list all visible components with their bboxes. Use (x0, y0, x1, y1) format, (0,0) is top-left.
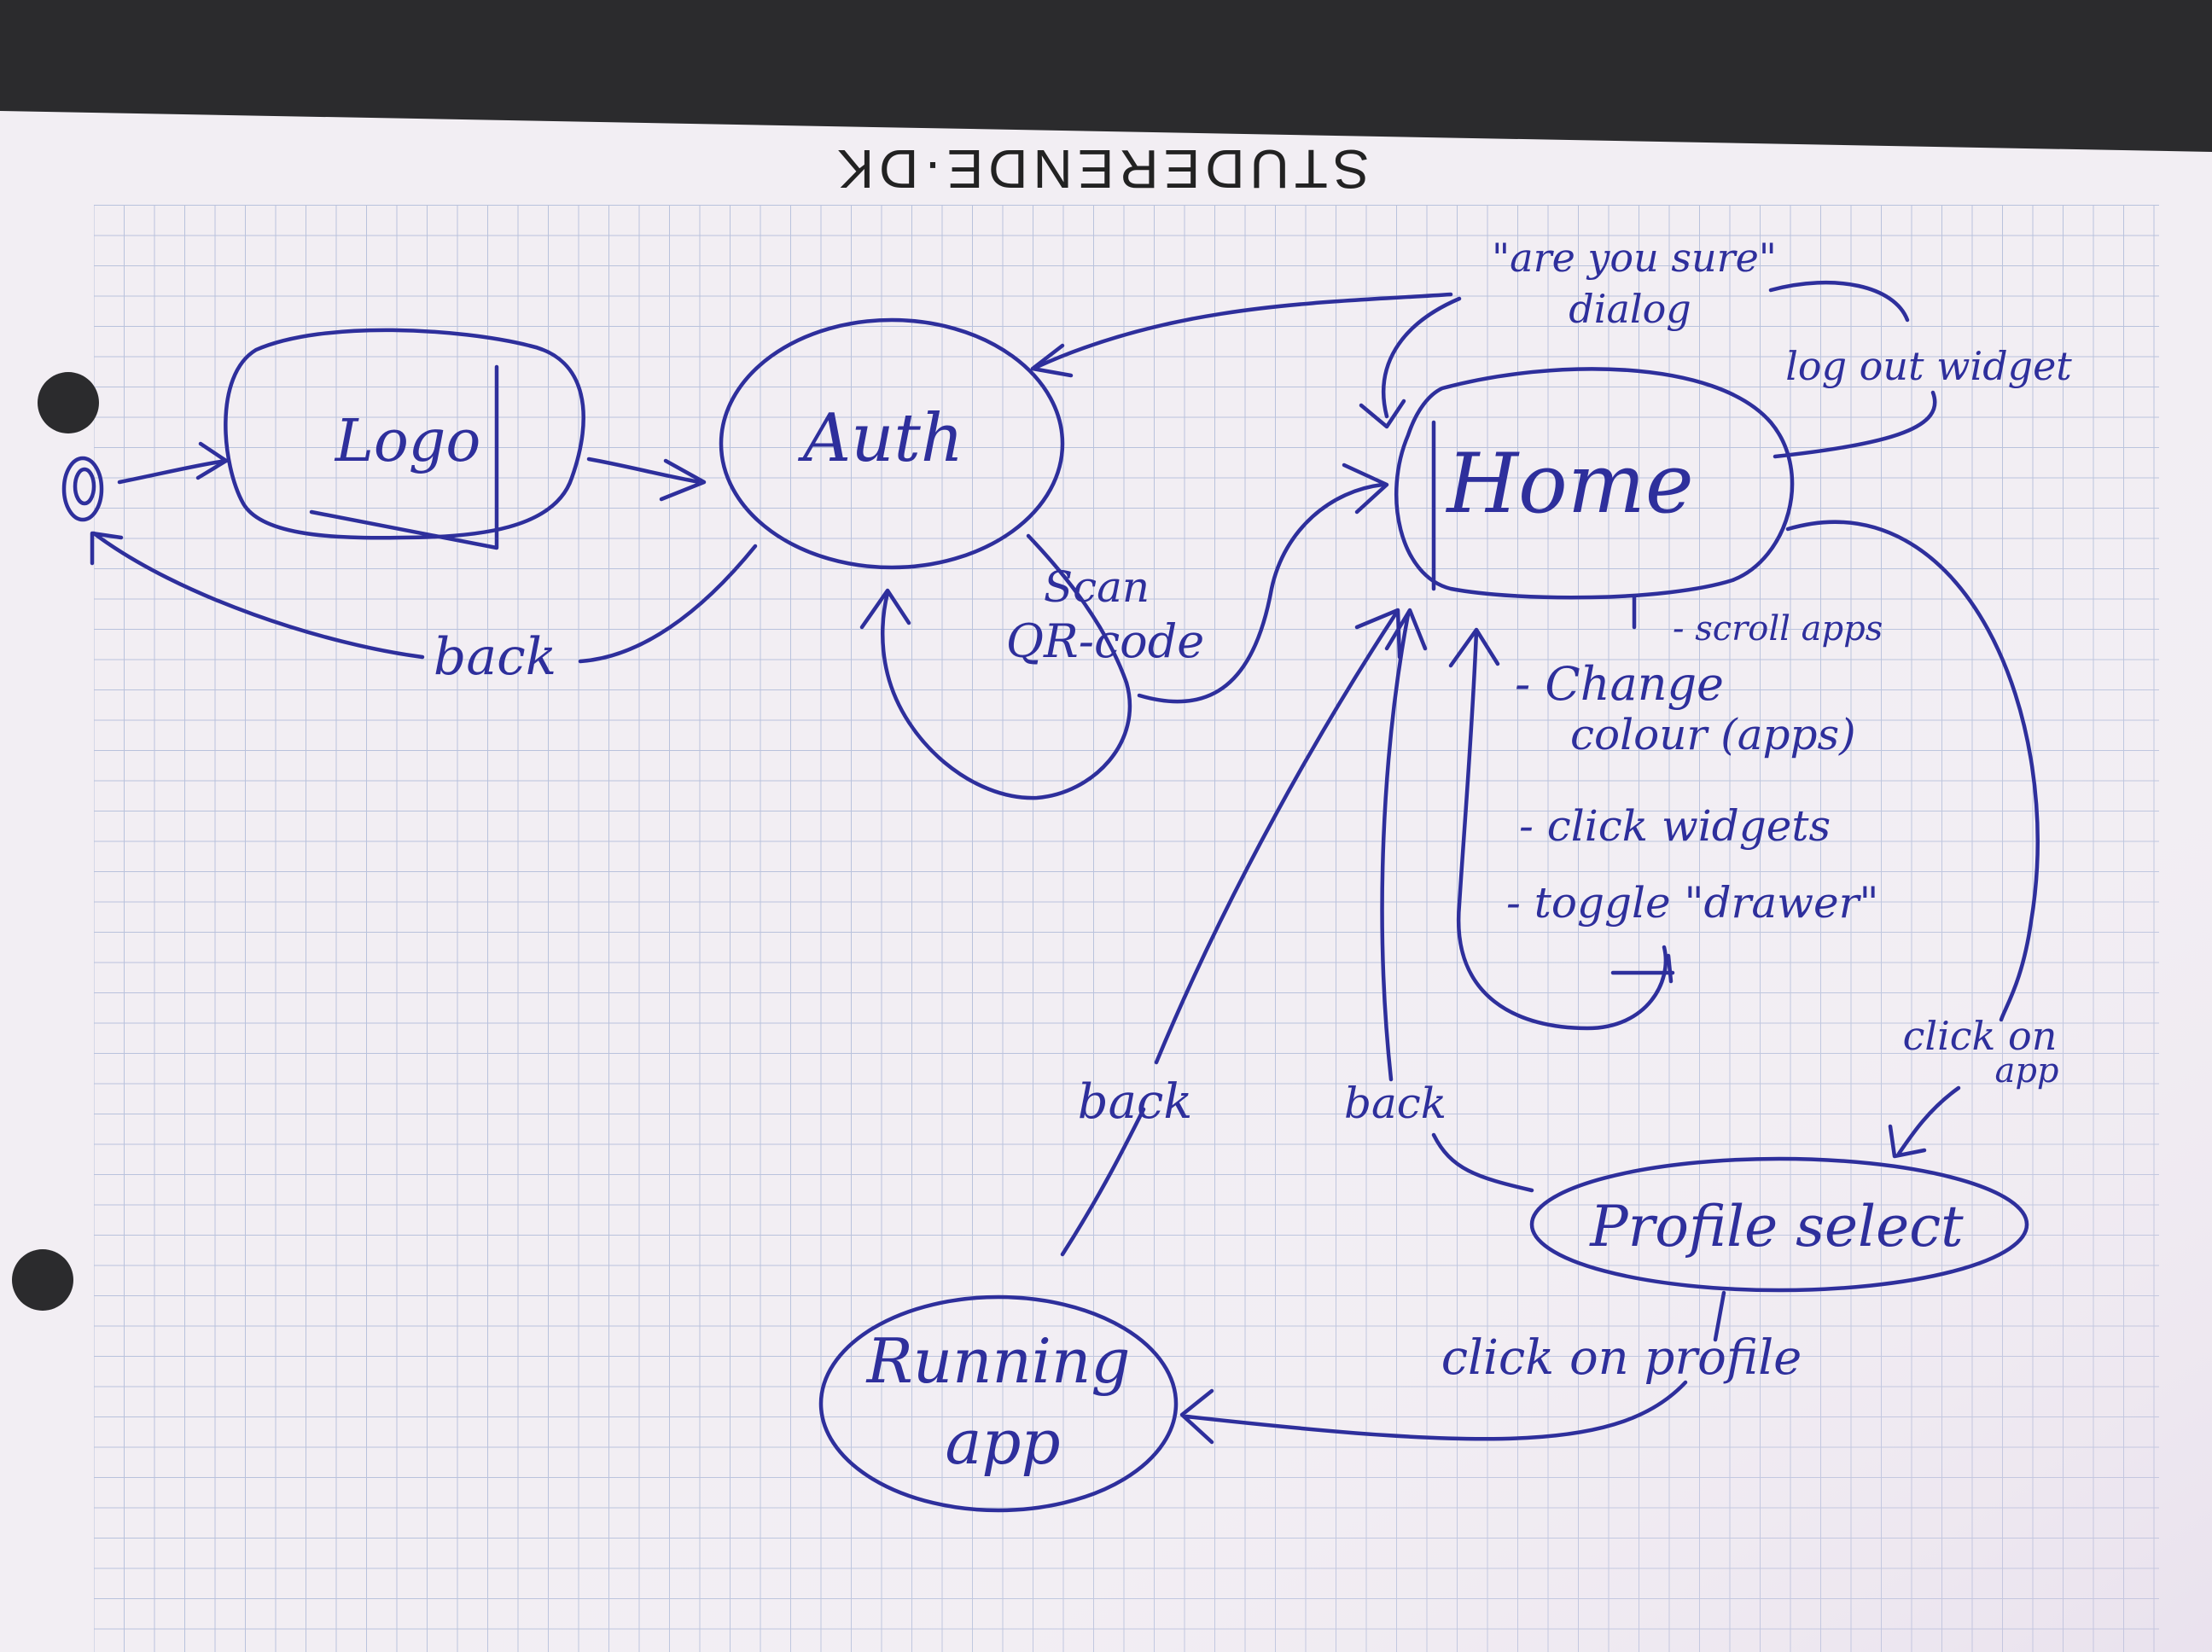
node-profile-select-label: Profile select (1589, 1194, 1964, 1259)
node-logo-shape (224, 328, 585, 540)
edge-clickapp-arrow (1896, 1085, 1961, 1156)
arrowhead (195, 441, 229, 480)
label-scan-2: QR-code (1006, 614, 1204, 668)
edge-scan-home (1137, 482, 1385, 704)
label-click-app-1: click on (1903, 1013, 2058, 1059)
label-change-1: - Change (1515, 657, 1724, 711)
logo-bracket (309, 364, 499, 550)
edge-auth-back (578, 544, 758, 664)
edge-back-start (91, 531, 425, 660)
edge-start-logo (117, 458, 229, 485)
node-running-app-label-1: Running (865, 1325, 1131, 1397)
paper-shading (0, 111, 2212, 1652)
start-state-outer (61, 456, 104, 522)
label-dialog-1: "are you sure" (1492, 235, 1777, 281)
label-click-widgets: - click widgets (1519, 801, 1831, 851)
arrowhead (659, 458, 707, 502)
edge-home-selfloop (1456, 629, 1668, 1031)
node-running-app-label-2: app (945, 1406, 1060, 1478)
node-profile-select-shape (1529, 1156, 2029, 1293)
arrowhead (1179, 1388, 1214, 1445)
edge-profile-back (1380, 612, 1534, 1193)
edge-dialog-auth (1034, 292, 1453, 369)
arrowhead (1354, 608, 1402, 660)
label-back-profile: back (1344, 1079, 1447, 1128)
label-logout: log out widget (1785, 343, 2072, 389)
drawer-tick (1610, 953, 1675, 984)
label-scan-1: Scan (1044, 562, 1150, 612)
label-back-logo: back (434, 627, 556, 687)
label-toggle-drawer: - toggle "drawer" (1506, 878, 1878, 928)
label-click-app-2: app (1994, 1051, 2058, 1091)
brand-header: STUDERENDE·DK (832, 138, 1369, 200)
arrowhead (1030, 343, 1074, 378)
node-home-label: Home (1445, 436, 1693, 532)
label-change-2: colour (apps) (1570, 710, 1856, 759)
arrowhead (859, 588, 911, 630)
node-running-app-shape (818, 1294, 1179, 1513)
arrowhead (1384, 608, 1428, 651)
punch-hole (38, 372, 99, 433)
label-click-profile: click on profile (1441, 1330, 1802, 1386)
arrowhead (1342, 462, 1389, 515)
edge-home-dialog (1382, 296, 1462, 419)
edge-logo-auth (586, 457, 702, 485)
start-state-inner (73, 467, 96, 506)
edge-scan-loop (880, 533, 1132, 800)
label-back-running: back (1078, 1074, 1193, 1130)
edge-profile-running (1184, 1380, 1688, 1441)
arrowhead (1888, 1124, 1927, 1159)
arrowhead (1359, 398, 1406, 429)
node-logo-label: Logo (334, 408, 481, 475)
edge-logout-loop (1768, 280, 1937, 459)
node-auth-label: Auth (798, 400, 963, 477)
punch-hole (12, 1249, 73, 1311)
arrowhead (90, 531, 124, 566)
label-dialog-2: dialog (1569, 286, 1691, 332)
edge-running-back (1060, 612, 1398, 1257)
edge-profile-click (1713, 1290, 1726, 1342)
node-home-shape (1394, 367, 1795, 600)
node-auth-shape (719, 317, 1065, 570)
edge-home-profile (1785, 520, 2040, 1022)
label-scroll-apps: - scroll apps (1673, 609, 1883, 649)
arrowhead (1448, 627, 1500, 668)
